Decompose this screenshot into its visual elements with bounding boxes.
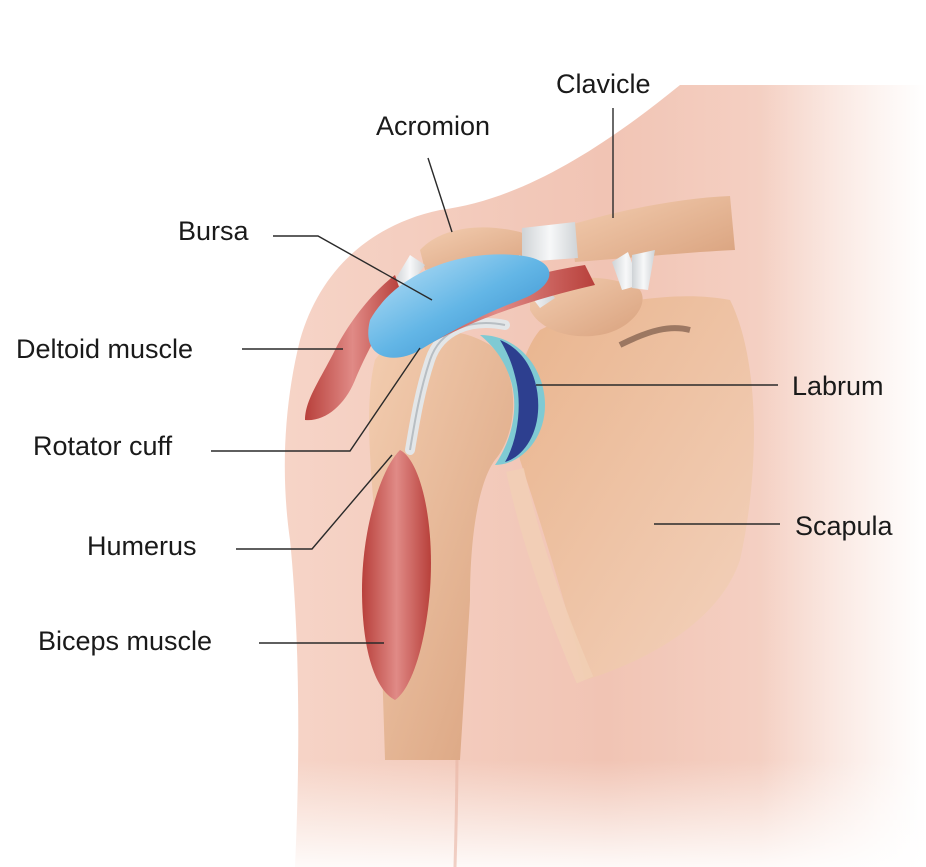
label-biceps-muscle: Biceps muscle — [38, 626, 212, 656]
label-rotator-cuff: Rotator cuff — [33, 431, 173, 461]
label-bursa: Bursa — [178, 216, 250, 246]
label-clavicle: Clavicle — [556, 69, 651, 99]
label-humerus: Humerus — [87, 531, 197, 561]
label-acromion: Acromion — [376, 111, 490, 141]
label-deltoid-muscle: Deltoid muscle — [16, 334, 193, 364]
label-scapula: Scapula — [795, 511, 894, 541]
label-labrum: Labrum — [792, 371, 884, 401]
